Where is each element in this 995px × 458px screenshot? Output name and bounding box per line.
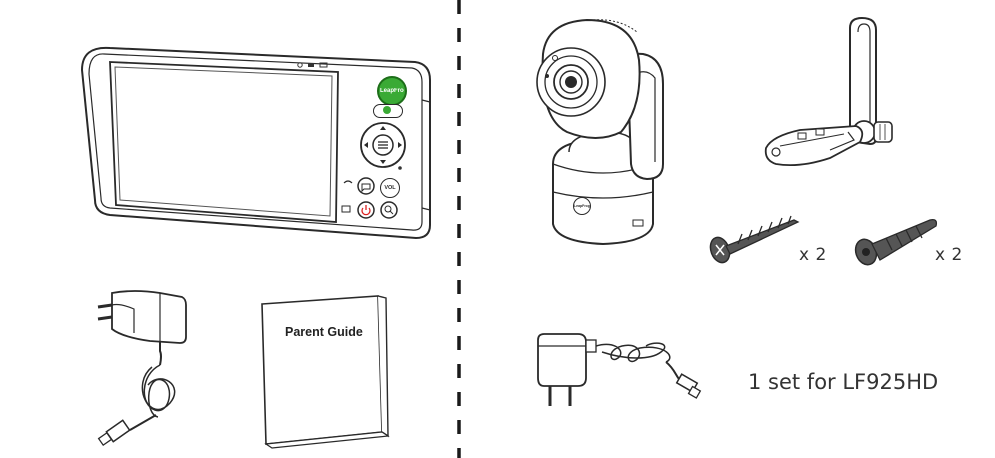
- leapfrog-logo-text: LeapFrog: [380, 88, 404, 94]
- camera-power-adapter: [537, 333, 702, 406]
- phone-icon: [383, 106, 391, 114]
- chat-button: [357, 177, 375, 195]
- volume-button[interactable]: VOL: [380, 178, 400, 198]
- monitor-power-adapter: [97, 290, 187, 447]
- baby-camera: LeapFrog: [525, 14, 675, 246]
- wall-screw-icon: [709, 215, 800, 264]
- wall-anchor-quantity: x 2: [935, 245, 963, 265]
- talk-button[interactable]: [373, 104, 403, 118]
- zoom-button: [380, 201, 398, 219]
- camera-leapfrog-logo: LeapFrog: [573, 197, 591, 215]
- camera-leapfrog-logo-text: LeapFrog: [574, 204, 590, 208]
- d-pad[interactable]: [358, 120, 408, 170]
- wall-mount-bracket: [764, 16, 893, 167]
- parent-monitor: LeapFrog VOL: [70, 40, 440, 250]
- wall-anchor-icon: [854, 218, 938, 266]
- volume-button-label: VOL: [384, 185, 396, 191]
- camera-set-caption: 1 set for LF925HD: [748, 370, 939, 394]
- parent-guide-title: Parent Guide: [285, 325, 363, 339]
- parent-guide-booklet: Parent Guide: [258, 292, 393, 452]
- wall-screw-quantity: x 2: [799, 245, 827, 265]
- leapfrog-logo: LeapFrog: [377, 76, 407, 106]
